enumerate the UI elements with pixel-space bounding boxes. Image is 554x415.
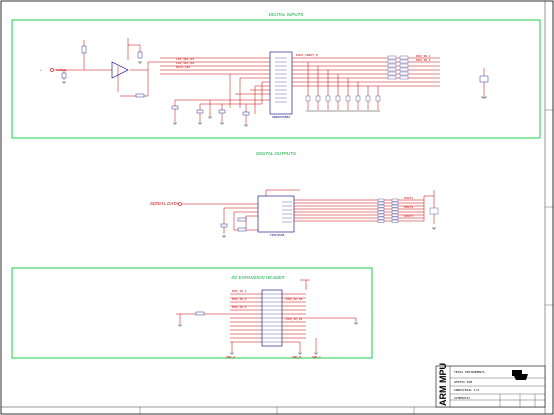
exp-left-label-2: EXP_IO_3: [232, 297, 247, 301]
net-label-1: CLK_SEL_R2: [176, 61, 194, 65]
bus-label-0: DOUT_INPUT_8: [296, 53, 318, 57]
digital-inputs-border: [11, 19, 541, 139]
output-driver-pack: [377, 198, 439, 223]
input-resistor-pack: [387, 55, 409, 80]
right-bus-label-0: DIN_IN_1: [416, 54, 431, 58]
exp-bottom-label-2: GND_C: [312, 355, 321, 359]
input-wires: [54, 38, 270, 124]
margin-ticks: [139, 109, 553, 414]
output-ic-label: TPIC6595: [270, 233, 285, 237]
title-subtitle: AM335X EVM: [454, 380, 472, 384]
exp-bottom-label-0: GND_A: [226, 355, 235, 359]
output-bus-lines: [294, 190, 435, 224]
output-right-label-3: DOUT4: [404, 205, 413, 209]
output-wires: [182, 189, 300, 234]
output-signal-label: SERIAL DATA: [150, 201, 179, 206]
output-right-label-0: DOUT1: [404, 196, 413, 200]
input-bus-lines: [292, 57, 440, 110]
output-right-label-6: DOUT7: [404, 214, 413, 218]
exp-bottom-label-1: GND_B: [292, 355, 301, 359]
input-resistors: [61, 45, 250, 116]
expansion-resistor: [195, 311, 205, 316]
exp-left-label-0: EXP_IO_1: [232, 289, 247, 293]
expansion-header-pins: [262, 293, 282, 343]
vertical-title: ARM MPU: [438, 363, 448, 406]
expansion-wires: [176, 279, 357, 352]
input-ic-body: [269, 51, 293, 115]
net-label-2: DATA_SEL: [176, 65, 191, 69]
input-ic-pins: [275, 57, 287, 103]
digital-inputs-title: DIGITAL INPUTS: [269, 12, 304, 17]
net-label-0: CLK_SEL_R3: [176, 57, 194, 61]
input-tvs-diode: [479, 68, 489, 99]
input-ground-symbols: [62, 61, 248, 127]
exp-right-label-6: EXP_IO_15: [286, 317, 302, 321]
input-filter-caps: [305, 95, 381, 102]
expansion-border: [11, 267, 373, 359]
title-sheet-title: INDUSTRIAL I/O: [454, 388, 479, 392]
buffer-symbol: [111, 61, 129, 79]
output-ic-pins: [282, 201, 292, 223]
digital-outputs-title: DIGITAL OUTPUTS: [256, 151, 296, 156]
output-ground-symbols: [222, 227, 436, 238]
exp-left-label-4: EXP_IO_5: [232, 305, 247, 309]
ti-logo-icon: [512, 370, 528, 380]
right-bus-label-1: DIN_IN_2: [416, 58, 431, 62]
exp-right-label-1: EXP_IO_10: [286, 297, 302, 301]
output-resistors: [220, 217, 247, 232]
input-pin-label: +: [40, 68, 42, 72]
title-block: [435, 365, 546, 408]
title-company: TEXAS INSTRUMENTS: [454, 370, 485, 374]
title-doc-label: SCHEMATIC: [454, 396, 470, 400]
input-connector: [50, 68, 54, 72]
expansion-ground-symbols: [178, 322, 358, 355]
output-connector: [178, 202, 182, 206]
input-ic-label: SN65HVS882: [272, 115, 290, 119]
expansion-title: I/O EXPANSION HEADER: [231, 275, 285, 280]
